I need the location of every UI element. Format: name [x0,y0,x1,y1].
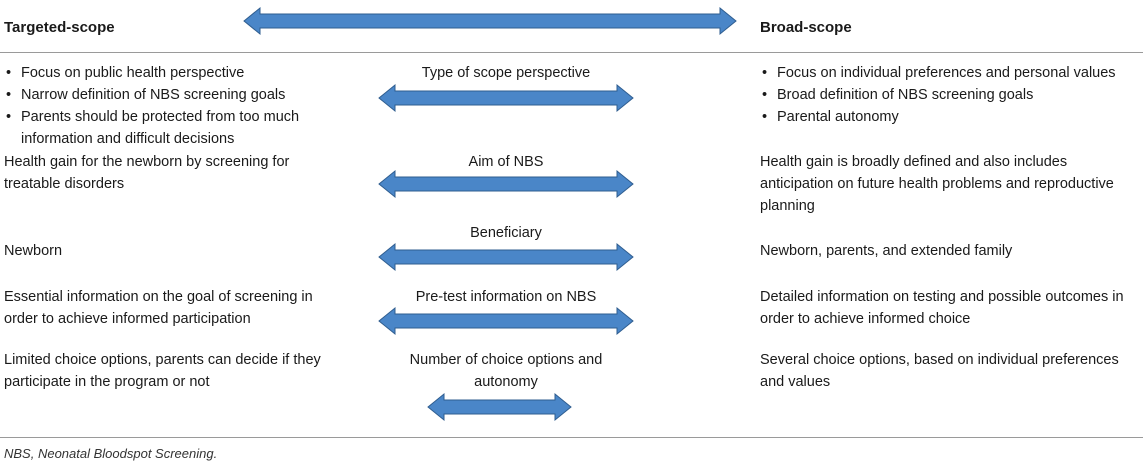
row1-right-item: Focus on individual preferences and pers… [760,62,1140,84]
targeted-scope-heading: Targeted-scope [4,19,115,36]
row3-middle-label: Beneficiary [470,225,542,241]
row5-middle-label: Number of choice options and autonomy [409,352,603,390]
header-double-arrow [243,6,737,36]
row1-right-item: Broad definition of NBS screening goals [760,84,1140,106]
row5-right-text: Several choice options, based on individ… [760,352,1119,390]
broad-scope-heading: Broad-scope [760,19,852,36]
row1-middle-label: Type of scope perspective [421,65,591,81]
row1-left-item: Focus on public health perspective [4,62,344,84]
header-rule [0,52,1143,53]
row2-left-text: Health gain for the newborn by screening… [4,154,290,192]
row4-right-text: Detailed information on testing and poss… [760,289,1124,327]
row3-left-text: Newborn [4,243,63,259]
row4-left-text: Essential information on the goal of scr… [4,289,313,327]
row4-double-arrow [378,306,634,336]
row2-double-arrow [378,169,634,199]
row2-middle-label: Aim of NBS [468,154,544,170]
row1-double-arrow [378,83,634,113]
row1-left-item: Narrow definition of NBS screening goals [4,84,344,106]
row1-left-item: Parents should be protected from too muc… [4,106,344,150]
row4-middle-label: Pre-test information on NBS [415,289,597,305]
row1-left-list: Focus on public health perspective Narro… [4,62,344,150]
row2-right-text: Health gain is broadly defined and also … [760,154,1114,214]
row3-double-arrow [378,242,634,272]
row5-left-text: Limited choice options, parents can deci… [4,352,321,390]
footer-rule [0,437,1143,438]
row1-right-item: Parental autonomy [760,106,1140,128]
row1-right-list: Focus on individual preferences and pers… [760,62,1140,128]
footnote: NBS, Neonatal Bloodspot Screening. [4,446,218,461]
row5-double-arrow [427,392,572,422]
row3-right-text: Newborn, parents, and extended family [760,243,1013,259]
